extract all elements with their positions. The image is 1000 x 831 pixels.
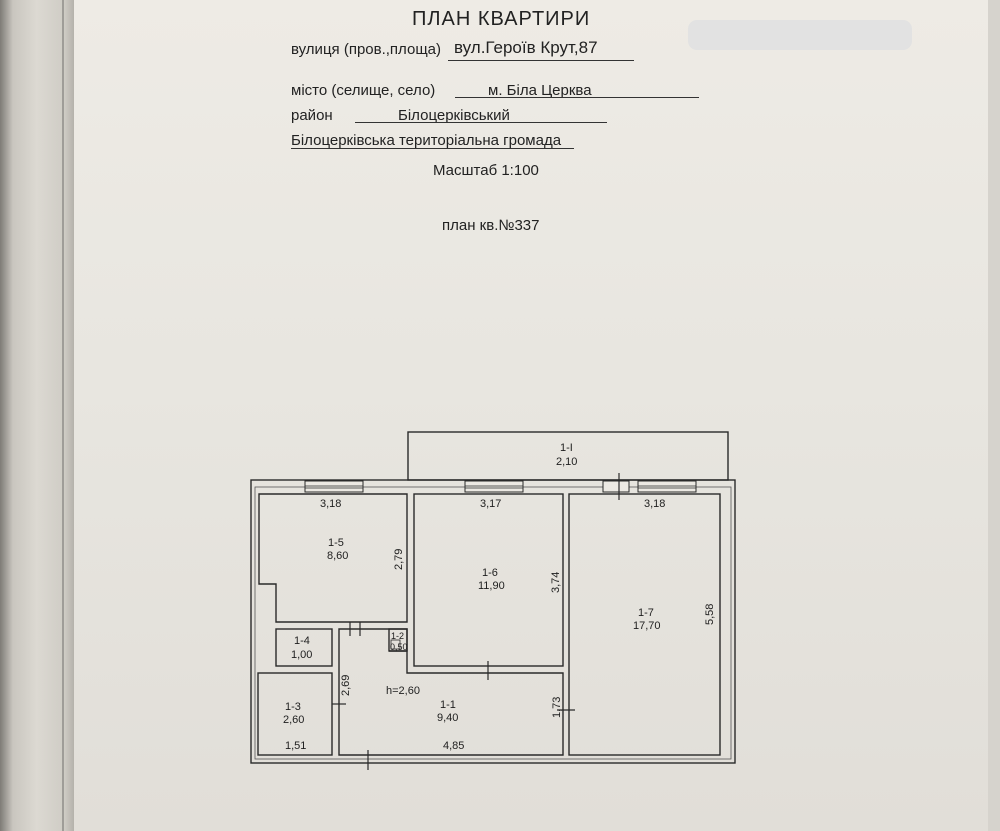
window-1-5 [304, 480, 364, 493]
district-value: Білоцерківський [398, 107, 510, 124]
dim-1-7-width: 3,18 [644, 498, 665, 510]
community-value: Білоцерківська територіальна громада [291, 132, 562, 149]
room-1-3-id: 1-3 [285, 701, 301, 713]
dim-1-7-height: 5,58 [704, 604, 716, 625]
balcony-door [602, 480, 630, 493]
room-1-5-outline [258, 493, 408, 623]
room-1-1-area: 9,40 [437, 712, 458, 724]
street-label: вулиця (пров.,площа) [291, 41, 441, 58]
dim-1-5-height: 2,79 [393, 549, 405, 570]
community-underline [291, 148, 574, 149]
city-value: м. Біла Церква [488, 82, 592, 99]
window-1-7 [637, 480, 697, 493]
room-1-4-outline [275, 628, 333, 667]
dim-1-6-width: 3,17 [480, 498, 501, 510]
room-1-4-area: 1,00 [291, 649, 312, 661]
document-sheet [74, 0, 988, 831]
dim-corridor-height: 1,73 [551, 697, 563, 718]
room-1-1-outline [338, 628, 564, 756]
room-1-2-id: 1-2 [391, 631, 404, 641]
street-value: вул.Героїв Крут,87 [454, 38, 598, 57]
ceiling-height: h=2,60 [386, 685, 420, 697]
district-label: район [291, 107, 333, 124]
balcony-outline [407, 431, 729, 481]
dim-1-6-height: 3,74 [550, 572, 562, 593]
city-underline [455, 97, 699, 98]
room-1-7-id: 1-7 [638, 607, 654, 619]
room-1-7-outline [568, 493, 721, 756]
dim-1-3-width: 1,51 [285, 740, 306, 752]
room-1-4-id: 1-4 [294, 635, 310, 647]
room-1-7-area: 17,70 [633, 620, 661, 632]
dim-1-1-height: 2,69 [340, 675, 352, 696]
district-underline [355, 122, 607, 123]
street-underline [448, 60, 634, 61]
room-1-6-area: 11,90 [478, 580, 505, 592]
fixture-1-2 [390, 639, 401, 650]
room-1-5-id: 1-5 [328, 537, 344, 549]
room-1-1-id: 1-1 [440, 699, 456, 711]
room-1-3-outline [257, 672, 333, 756]
dim-1-5-width: 3,18 [320, 498, 341, 510]
balcony-area: 2,10 [556, 456, 577, 468]
dim-1-1-width: 4,85 [443, 740, 464, 752]
room-1-6-id: 1-6 [482, 567, 498, 579]
balcony-id: 1-I [560, 442, 573, 454]
sheet-edge [988, 0, 1000, 831]
page-title: ПЛАН КВАРТИРИ [412, 8, 591, 30]
room-1-2-area: 0,50 [390, 642, 408, 652]
apartment-plan-label: план кв.№337 [442, 217, 540, 234]
redacted-area [688, 20, 912, 50]
window-1-6 [464, 480, 524, 493]
room-1-5-area: 8,60 [327, 550, 348, 562]
city-label: місто (селище, село) [291, 82, 436, 99]
scale-text: Масштаб 1:100 [433, 162, 539, 179]
room-1-3-area: 2,60 [283, 714, 304, 726]
